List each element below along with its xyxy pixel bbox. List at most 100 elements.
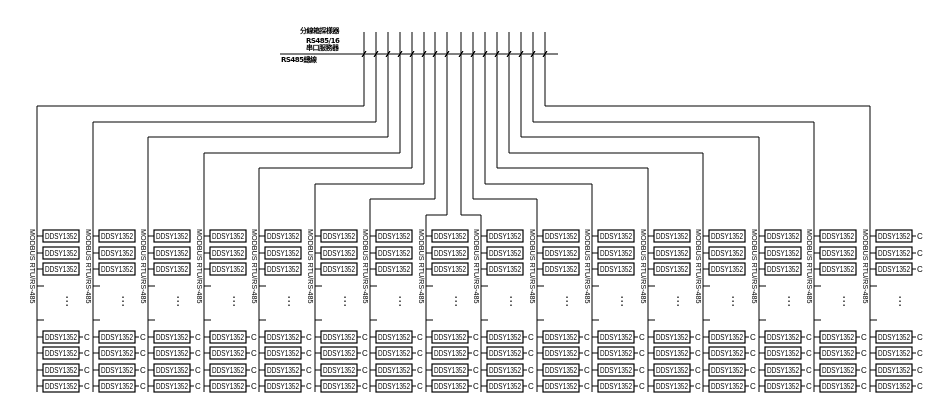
bus-label: MODBUS RTU/RS-485	[472, 229, 481, 304]
meter-label: DDSY1352	[267, 265, 299, 274]
meter-label: DDSY1352	[378, 366, 410, 375]
meter-label: DDSY1352	[656, 265, 688, 274]
meter-suffix: C	[251, 382, 257, 391]
header-line1: 分線箱採樣器	[300, 27, 340, 35]
meter-suffix: C	[84, 349, 90, 358]
tick-mark	[530, 50, 536, 58]
meter-suffix: C	[251, 366, 257, 375]
bus-label: MODBUS RTU/RS-485	[750, 229, 759, 304]
meter-suffix: C	[195, 333, 201, 342]
meter-label: DDSY1352	[489, 249, 521, 258]
meter-box	[708, 229, 746, 243]
meter-box	[597, 229, 635, 243]
meter-label: DDSY1352	[489, 382, 521, 391]
meter-label: DDSY1352	[378, 249, 410, 258]
meter-box	[209, 246, 247, 260]
meter-box	[653, 229, 691, 243]
meter-box	[320, 229, 358, 243]
meter-suffix: C	[806, 349, 812, 358]
meter-box	[542, 262, 580, 276]
meter-label: DDSY1352	[323, 249, 355, 258]
tick-mark	[444, 50, 450, 58]
bus-label: MODBUS RTU/RS-485	[250, 229, 259, 304]
header-line4: RS485總線	[281, 56, 317, 64]
meter-box	[708, 246, 746, 260]
meter-label: DDSY1352	[656, 232, 688, 241]
meter-label: DDSY1352	[101, 249, 133, 258]
meter-suffix: C	[806, 366, 812, 375]
meter-label: DDSY1352	[600, 366, 632, 375]
meter-box	[264, 246, 302, 260]
meter-box	[486, 262, 524, 276]
meter-label: DDSY1352	[267, 349, 299, 358]
meter-label: DDSY1352	[822, 366, 854, 375]
tick-mark	[409, 50, 415, 58]
meter-label: DDSY1352	[600, 333, 632, 342]
meter-suffix: C	[861, 366, 867, 375]
meter-suffix: C	[362, 382, 368, 391]
bus-label: MODBUS RTU/RS-485	[361, 229, 370, 304]
meter-label: DDSY1352	[323, 333, 355, 342]
meter-label: DDSY1352	[545, 349, 577, 358]
meter-box	[542, 229, 580, 243]
meter-suffix: C	[750, 333, 756, 342]
meter-suffix: C	[417, 349, 423, 358]
bus-label: MODBUS RTU/RS-485	[583, 229, 592, 304]
meter-suffix: C	[528, 366, 534, 375]
meter-suffix: C	[695, 382, 701, 391]
meter-label: DDSY1352	[822, 249, 854, 258]
meter-label: DDSY1352	[545, 382, 577, 391]
tick-mark	[432, 50, 438, 58]
meter-label: DDSY1352	[767, 265, 799, 274]
meter-suffix: C	[140, 382, 146, 391]
meter-label: DDSY1352	[711, 232, 743, 241]
ellipsis-mark: ⋮	[172, 294, 184, 308]
meter-label: DDSY1352	[822, 333, 854, 342]
meter-box	[431, 229, 469, 243]
meter-suffix: C	[806, 333, 812, 342]
meter-box	[431, 246, 469, 260]
meter-suffix: C	[584, 349, 590, 358]
meter-label: DDSY1352	[822, 232, 854, 241]
meter-label: DDSY1352	[878, 349, 910, 358]
meter-suffix: C	[639, 349, 645, 358]
tick-mark	[542, 50, 548, 58]
meter-label: DDSY1352	[711, 333, 743, 342]
meter-suffix: C	[639, 382, 645, 391]
meter-suffix: C	[917, 382, 923, 391]
header-line3: 串口服務器	[306, 44, 339, 52]
meter-label: DDSY1352	[101, 366, 133, 375]
meter-suffix: C	[362, 349, 368, 358]
meter-suffix: C	[584, 366, 590, 375]
meter-box	[375, 246, 413, 260]
meter-suffix: C	[362, 366, 368, 375]
meter-box	[486, 246, 524, 260]
meter-suffix: C	[306, 366, 312, 375]
ellipsis-mark: ⋮	[616, 294, 628, 308]
meter-suffix: C	[806, 382, 812, 391]
meter-suffix: C	[695, 366, 701, 375]
meter-label: DDSY1352	[878, 249, 910, 258]
meter-label: DDSY1352	[267, 333, 299, 342]
meter-label: DDSY1352	[711, 382, 743, 391]
meter-label: DDSY1352	[434, 249, 466, 258]
ellipsis-mark: ⋮	[450, 294, 462, 308]
meter-suffix: C	[528, 382, 534, 391]
meter-suffix: C	[417, 382, 423, 391]
meter-box	[264, 262, 302, 276]
meter-label: DDSY1352	[656, 249, 688, 258]
meter-suffix: C	[584, 382, 590, 391]
meter-label: DDSY1352	[434, 349, 466, 358]
meter-label: DDSY1352	[156, 349, 188, 358]
meter-label: DDSY1352	[656, 349, 688, 358]
meter-label: DDSY1352	[101, 265, 133, 274]
tick-mark	[494, 50, 500, 58]
meter-label: DDSY1352	[767, 366, 799, 375]
tick-mark	[518, 50, 524, 58]
meter-label: DDSY1352	[711, 349, 743, 358]
tick-mark	[506, 50, 512, 58]
meter-label: DDSY1352	[489, 366, 521, 375]
meter-suffix: C	[917, 249, 923, 258]
bus-label: MODBUS RTU/RS-485	[417, 229, 426, 304]
